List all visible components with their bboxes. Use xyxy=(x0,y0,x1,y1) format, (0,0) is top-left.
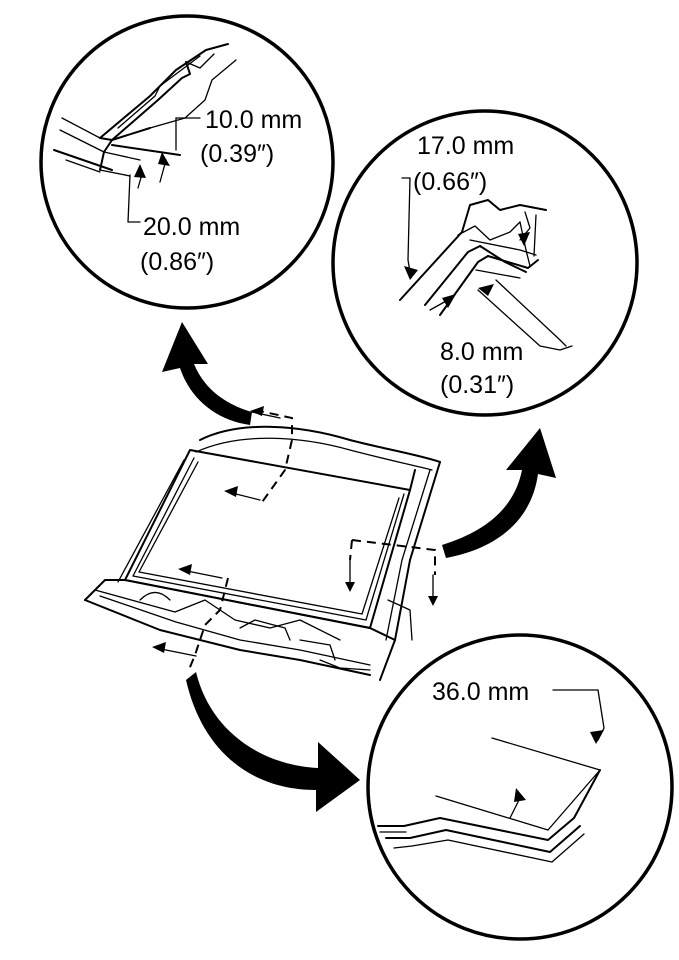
detail-circle-top-right xyxy=(331,109,639,417)
detail-circle-bottom-right xyxy=(366,633,674,941)
label-10mm: 10.0 mm xyxy=(205,106,302,134)
label-36mm: 36.0 mm xyxy=(432,678,529,706)
label-0-86in: (0.86″) xyxy=(140,248,214,276)
arrow-curved-up-left-icon xyxy=(162,322,252,425)
label-0-66in: (0.66″) xyxy=(413,168,487,196)
label-20mm: 20.0 mm xyxy=(143,213,240,241)
detail-circle-top-left xyxy=(39,14,335,310)
windshield-body-drawing xyxy=(84,406,441,681)
label-17mm: 17.0 mm xyxy=(417,132,514,160)
arrow-curved-down-right-icon xyxy=(186,672,360,812)
label-0-31in: (0.31″) xyxy=(440,371,514,399)
label-0-39in: (0.39″) xyxy=(200,140,274,168)
arrow-curved-up-right-icon xyxy=(442,428,556,558)
label-8mm: 8.0 mm xyxy=(440,338,523,366)
